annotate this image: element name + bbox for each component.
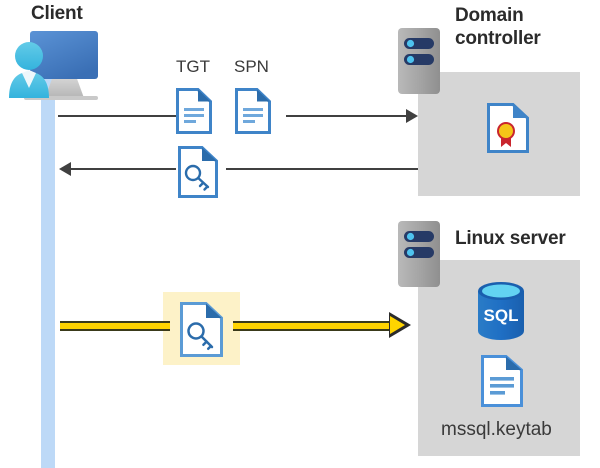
server-rack-icon-linux	[398, 221, 440, 287]
flow-ticket-arrowhead-fill	[390, 316, 405, 334]
flow-response-arrowhead	[59, 162, 71, 176]
client-workstation-icon	[4, 26, 98, 104]
flow-request-line-right	[286, 115, 408, 117]
flow-response-line-right	[226, 168, 418, 170]
tgt-label: TGT	[176, 57, 210, 76]
client-lifeline	[41, 72, 55, 468]
flow-request-arrowhead	[406, 109, 418, 123]
linux-server-title: Linux server	[455, 228, 566, 249]
flow-ticket-line-left	[60, 321, 170, 331]
document-icon-spn	[235, 88, 271, 134]
flow-response-line-left	[70, 168, 176, 170]
svg-text:SQL: SQL	[484, 306, 519, 325]
client-title: Client	[31, 3, 83, 24]
document-icon-tgt	[176, 88, 212, 134]
server-rack-icon-dc	[398, 28, 440, 94]
document-icon-keytab	[481, 355, 523, 407]
flow-ticket-line-right	[233, 321, 391, 331]
flow-request-line-left	[58, 115, 176, 117]
key-document-icon-response	[178, 146, 218, 198]
keytab-file-label: mssql.keytab	[441, 419, 552, 440]
key-document-icon-ticket	[180, 302, 223, 357]
sql-database-icon: SQL	[473, 281, 529, 341]
spn-label: SPN	[234, 57, 269, 76]
domain-controller-title-text: Domain controller	[455, 5, 541, 49]
certificate-icon	[487, 103, 529, 153]
domain-controller-title: Domain controller	[455, 4, 595, 50]
